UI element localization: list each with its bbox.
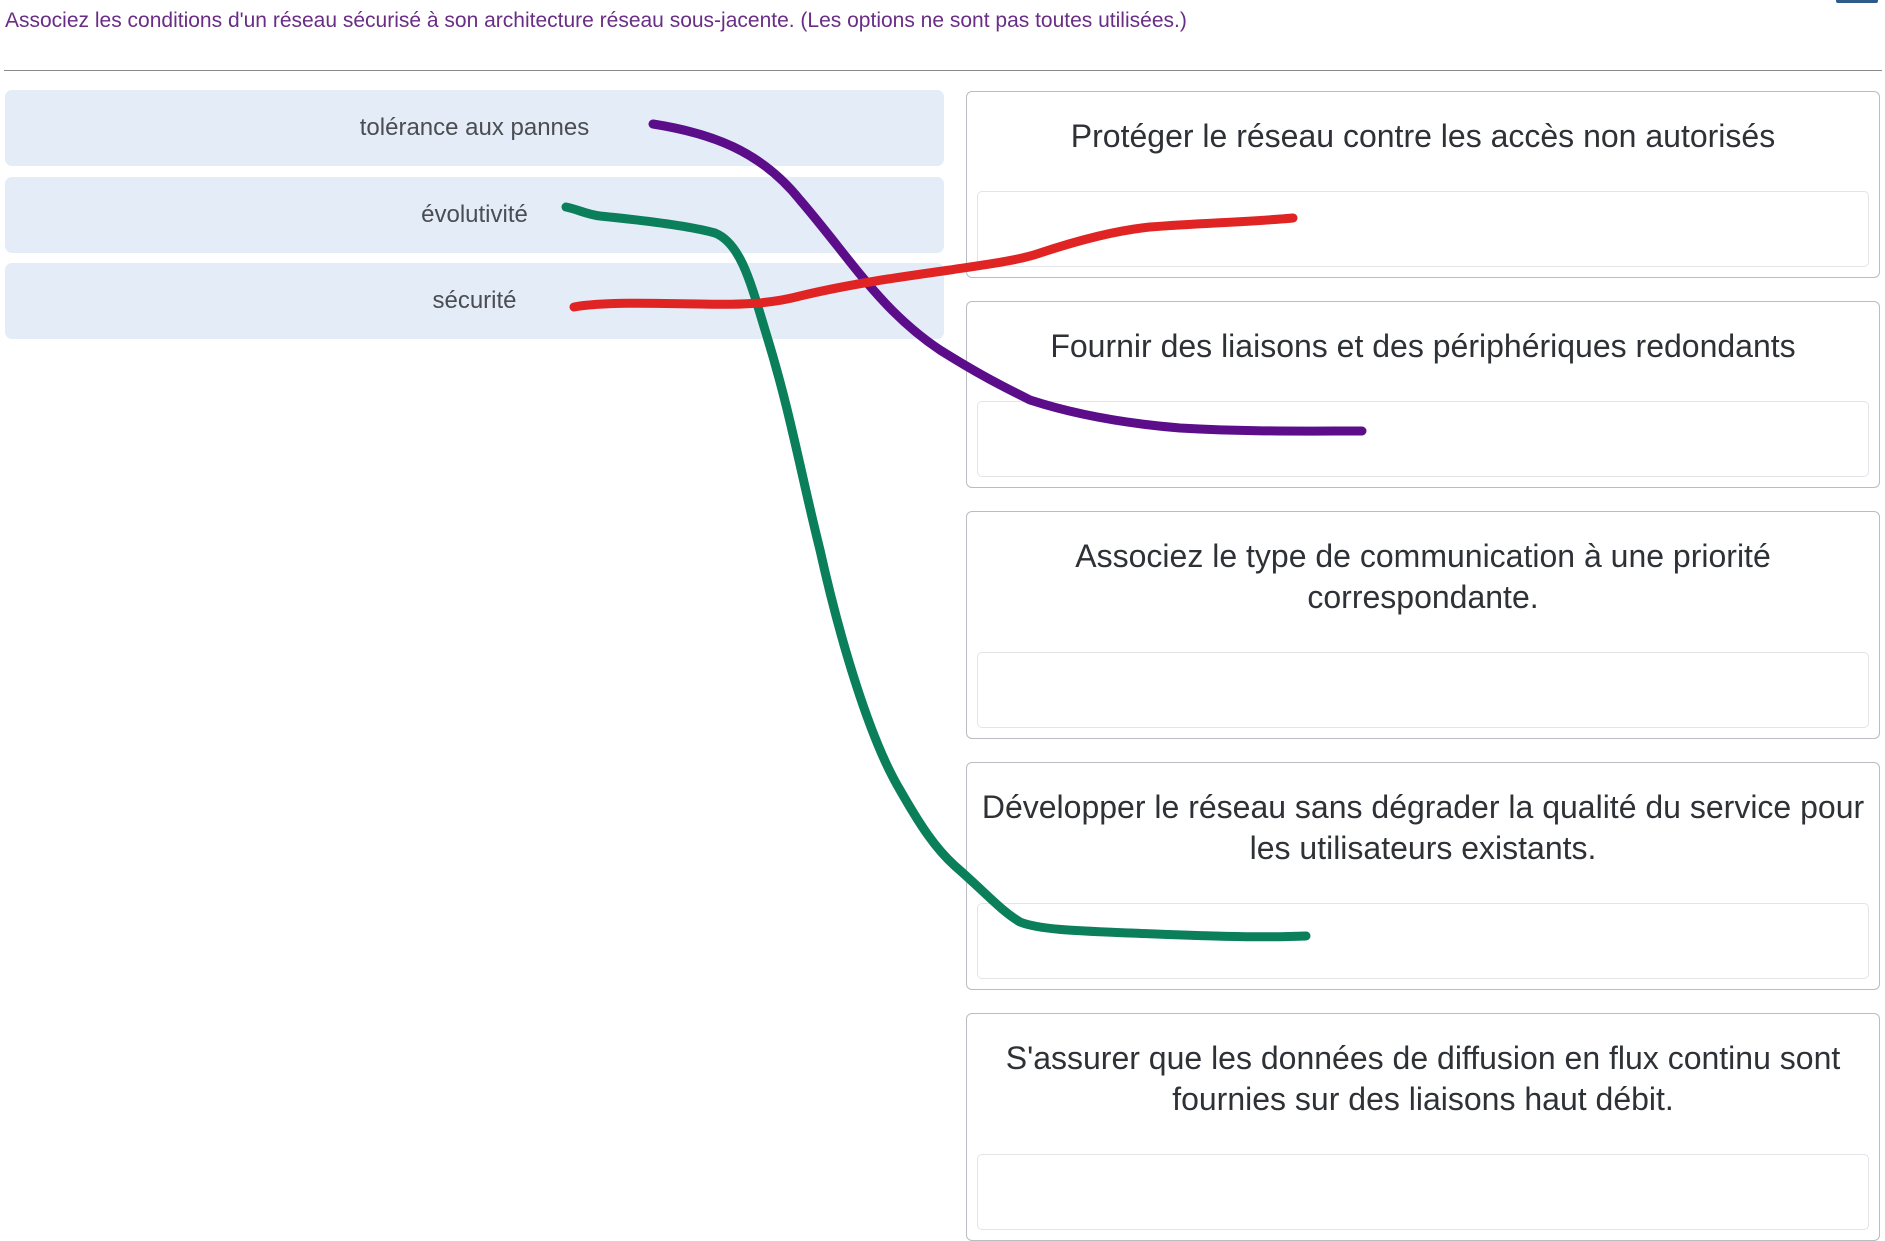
target-text: S'assurer que les données de diffusion e… — [1005, 1040, 1841, 1117]
option-evolutivite[interactable]: évolutivité — [5, 177, 944, 253]
target-box-5: S'assurer que les données de diffusion e… — [966, 1013, 1880, 1241]
question-instruction: Associez les conditions d'un réseau sécu… — [5, 9, 1187, 32]
target-text: Fournir des liaisons et des périphérique… — [1050, 328, 1796, 364]
option-label: tolérance aux pannes — [359, 114, 590, 141]
target-box-1: Protéger le réseau contre les accès non … — [966, 91, 1880, 278]
option-tolerance-aux-pannes[interactable]: tolérance aux pannes — [5, 90, 944, 166]
target-box-4: Développer le réseau sans dégrader la qu… — [966, 762, 1880, 990]
drop-zone-3[interactable] — [977, 652, 1869, 728]
corner-indicator — [1836, 0, 1878, 3]
drop-zone-2[interactable] — [977, 401, 1869, 477]
option-securite[interactable]: sécurité — [5, 263, 944, 339]
target-text: Développer le réseau sans dégrader la qu… — [981, 789, 1865, 866]
drop-zone-5[interactable] — [977, 1154, 1869, 1230]
option-label: évolutivité — [421, 201, 528, 228]
option-label: sécurité — [432, 287, 517, 314]
target-box-3: Associez le type de communication à une … — [966, 511, 1880, 739]
target-text: Protéger le réseau contre les accès non … — [1070, 118, 1776, 154]
target-text: Associez le type de communication à une … — [1075, 538, 1771, 615]
divider — [4, 70, 1882, 71]
drop-zone-4[interactable] — [977, 903, 1869, 979]
target-box-2: Fournir des liaisons et des périphérique… — [966, 301, 1880, 488]
drop-zone-1[interactable] — [977, 191, 1869, 267]
